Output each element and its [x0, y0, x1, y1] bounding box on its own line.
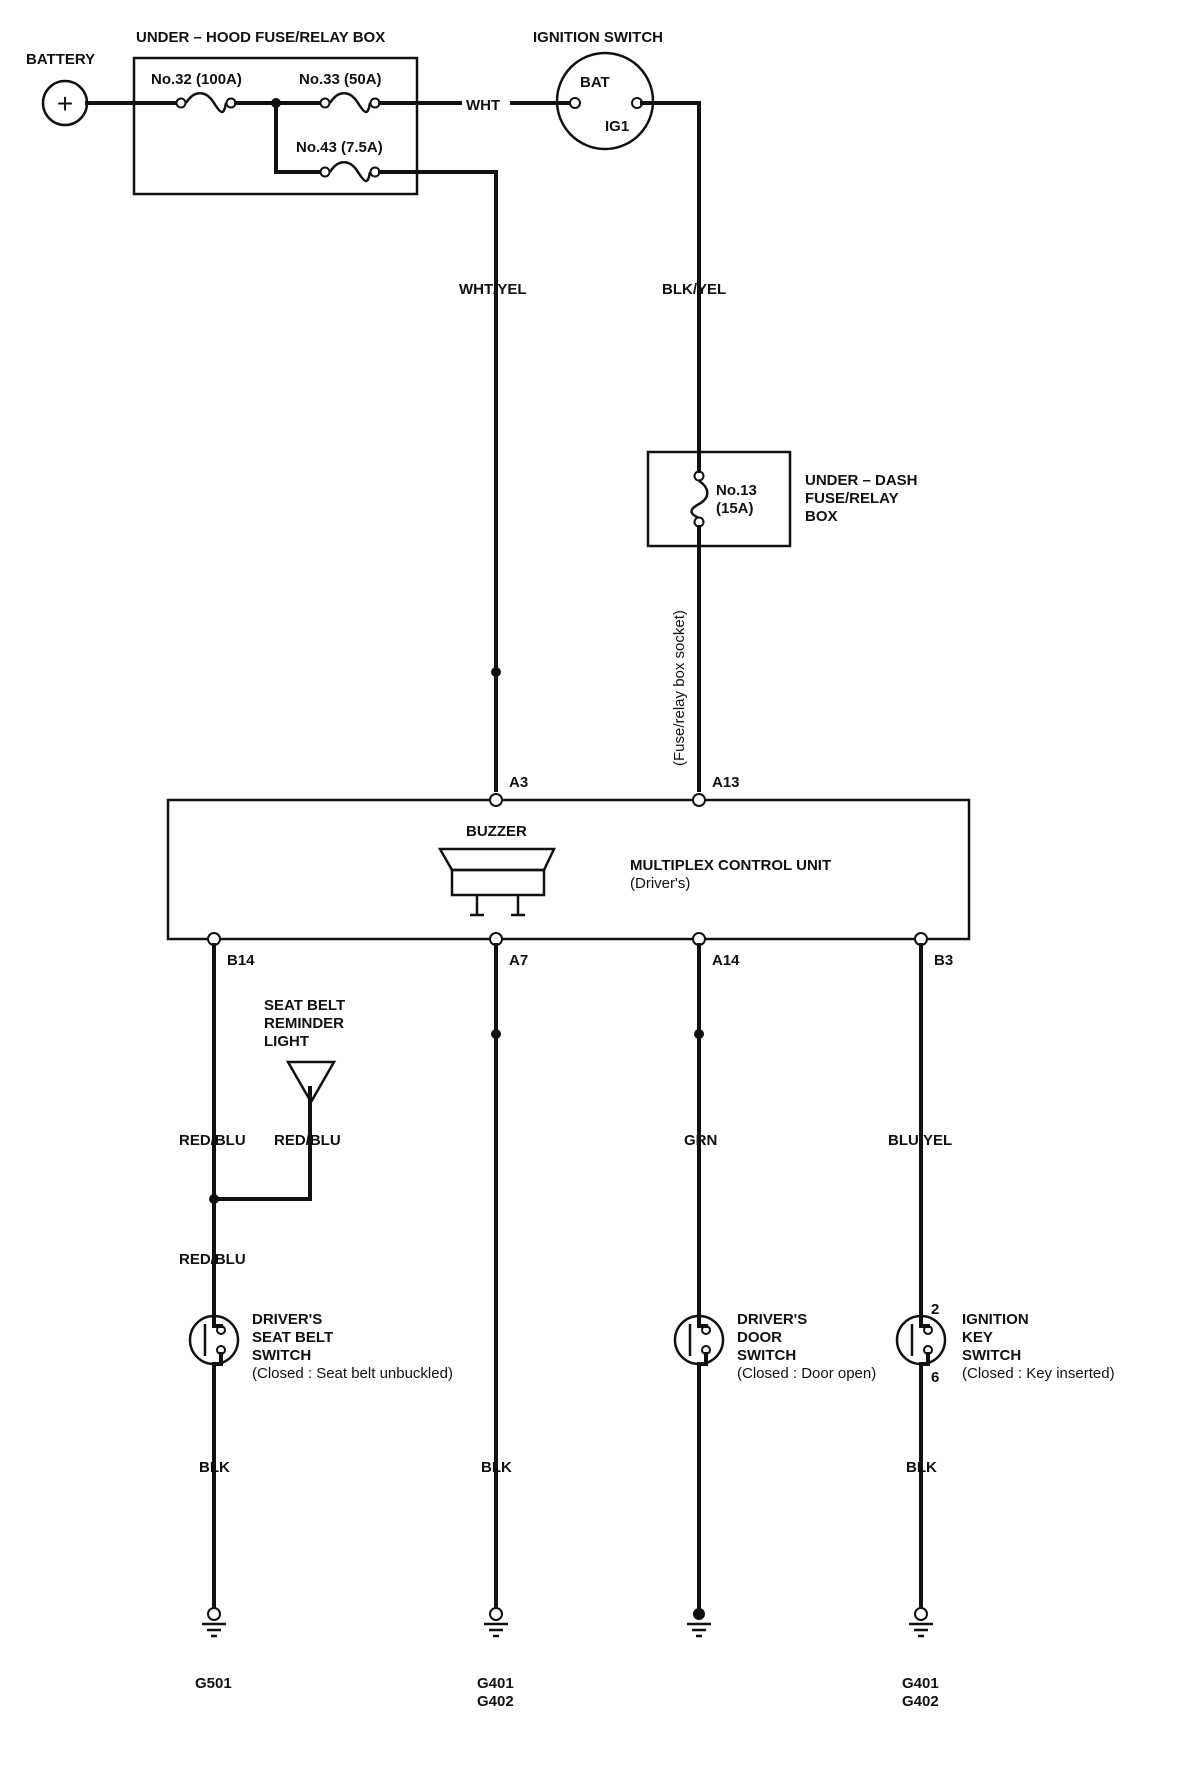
door-switch-label-2: DOOR [737, 1329, 782, 1346]
wire-red-blu-label-2: RED/BLU [274, 1132, 341, 1149]
wire-blk-label-3: BLK [906, 1459, 937, 1476]
reminder-light-label-2: REMINDER [264, 1015, 344, 1032]
seat-belt-switch-label-1: DRIVER'S [252, 1311, 322, 1328]
fuse-43-label: No.43 (7.5A) [296, 139, 383, 156]
ground-g402-label-2: G402 [902, 1693, 939, 1710]
ignition-bat-label: BAT [580, 74, 610, 91]
fuse-32-label: No.32 (100A) [151, 71, 242, 88]
buzzer-label: BUZZER [466, 823, 527, 840]
ground-g501-label: G501 [195, 1675, 232, 1692]
ground-g401-g402-icon [909, 1607, 933, 1638]
underdash-box-label-1: UNDER – DASH [805, 472, 918, 489]
underhood-box-label: UNDER – HOOD FUSE/RELAY BOX [136, 29, 385, 46]
pin-a14-label: A14 [712, 952, 740, 969]
battery-label: BATTERY [26, 51, 95, 68]
pin-a13-terminal [692, 793, 706, 807]
seat-belt-switch-note: (Closed : Seat belt unbuckled) [252, 1365, 453, 1382]
wire-blk-yel-label: BLK/YEL [662, 281, 726, 298]
seat-belt-switch-label-3: SWITCH [252, 1347, 311, 1364]
pin-b14-label: B14 [227, 952, 255, 969]
pin-a3-label: A3 [509, 774, 528, 791]
junction-dot [694, 1029, 704, 1039]
buzzer-icon [437, 847, 556, 917]
underdash-box-label-3: BOX [805, 508, 838, 525]
door-switch-icon [673, 1308, 725, 1366]
ground-g401-label-1: G401 [477, 1675, 514, 1692]
seat-belt-switch-icon [188, 1308, 240, 1366]
ignition-switch-label: IGNITION SWITCH [533, 29, 663, 46]
fuse-13-label: No.13 [716, 482, 757, 499]
key-switch-label-1: IGNITION [962, 1311, 1029, 1328]
pin-a7-label: A7 [509, 952, 528, 969]
wire-wht-yel [378, 170, 498, 792]
ground-g501-icon [202, 1607, 226, 1638]
wire-blk-yel-upper [640, 101, 701, 462]
pin-a13-label: A13 [712, 774, 740, 791]
mcu-title: MULTIPLEX CONTROL UNIT [630, 857, 831, 874]
key-switch-note: (Closed : Key inserted) [962, 1365, 1115, 1382]
ground-g401-g402-icon [484, 1607, 508, 1638]
multiplex-control-unit [166, 798, 971, 941]
ground-g402-label-1: G402 [477, 1693, 514, 1710]
wire-blk-label-1: BLK [199, 1459, 230, 1476]
socket-note: (Fuse/relay box socket) [671, 610, 688, 766]
wire-blu-yel-label: BLU/YEL [888, 1132, 952, 1149]
junction-dot [491, 1029, 501, 1039]
wire-wht-yel-label: WHT/YEL [459, 281, 527, 298]
fuse-13-rating: (15A) [716, 500, 754, 517]
battery-symbol: + [41, 79, 89, 127]
fuse-32-symbol [175, 92, 237, 114]
wire-wht-label: WHT [466, 97, 500, 114]
key-switch-pin-2: 2 [931, 1301, 939, 1318]
wire-red-blu-light [212, 1086, 312, 1201]
fuse-13-symbol [690, 470, 709, 528]
seat-belt-switch-label-2: SEAT BELT [252, 1329, 333, 1346]
key-switch-label-3: SWITCH [962, 1347, 1021, 1364]
underdash-fuse-box [646, 450, 792, 548]
battery-plus: + [57, 88, 73, 119]
junction-dot [491, 667, 501, 677]
pin-b3-label: B3 [934, 952, 953, 969]
ground-g401-label-2: G401 [902, 1675, 939, 1692]
fuse-43-symbol [319, 161, 381, 183]
door-switch-label-3: SWITCH [737, 1347, 796, 1364]
door-switch-label-1: DRIVER'S [737, 1311, 807, 1328]
reminder-light-icon [285, 1060, 337, 1105]
wire-red-blu-label-3: RED/BLU [179, 1251, 246, 1268]
wire-red-blu-label-1: RED/BLU [179, 1132, 246, 1149]
fuse-33-label: No.33 (50A) [299, 71, 382, 88]
pin-a3-terminal [489, 793, 503, 807]
wire-grn-label: GRN [684, 1132, 717, 1149]
fuse-33-symbol [319, 92, 381, 114]
underhood-fuse-box [132, 56, 419, 196]
wire-fuse43-branch [274, 101, 323, 174]
ignition-bat-terminal [569, 97, 581, 109]
key-switch-pin-6: 6 [931, 1369, 939, 1386]
wire-blk-label-2: BLK [481, 1459, 512, 1476]
ground-door-icon [687, 1608, 711, 1638]
reminder-light-label-1: SEAT BELT [264, 997, 345, 1014]
key-switch-label-2: KEY [962, 1329, 993, 1346]
door-switch-note: (Closed : Door open) [737, 1365, 876, 1382]
ignition-key-switch-icon [895, 1308, 947, 1366]
mcu-subtitle: (Driver's) [630, 875, 690, 892]
underdash-box-label-2: FUSE/RELAY [805, 490, 899, 507]
ignition-ig1-label: IG1 [605, 118, 629, 135]
reminder-light-label-3: LIGHT [264, 1033, 309, 1050]
